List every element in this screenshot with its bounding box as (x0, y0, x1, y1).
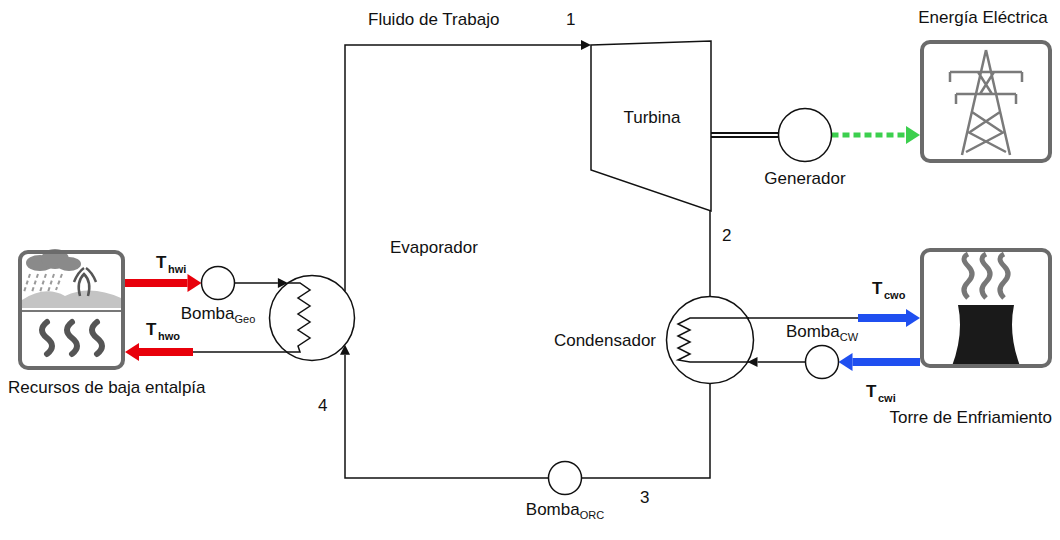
working-fluid-line (709, 211, 711, 297)
node-label: Bomba (181, 304, 235, 323)
pump-circle-outline (804, 344, 840, 380)
evaporator-circle-outline (268, 274, 356, 362)
pump-circle: BombaCW (782, 322, 862, 382)
node-text: Condensador (528, 331, 656, 351)
temperature-subscript: hwi (168, 262, 186, 276)
working-fluid-line (345, 45, 581, 291)
node-label: Energía Eléctrica (918, 8, 1047, 27)
pump-circle-outline (200, 265, 236, 301)
temperature-symbol: T (866, 382, 876, 402)
pump-subscript: Geo (235, 313, 256, 325)
node-text: BombaGeo (178, 304, 258, 329)
node-label: Condensador (554, 331, 656, 350)
pump-circle-outline (547, 460, 583, 496)
circle-outline (202, 267, 235, 300)
geothermal-icon-part (42, 322, 102, 354)
shaft-core (711, 134, 779, 136)
working-fluid-line (345, 355, 549, 478)
circle-outline (270, 276, 355, 361)
temperature-symbol: T (872, 279, 882, 299)
node-text: BombaCW (782, 322, 862, 347)
node-text: Evaporador (390, 238, 498, 258)
flow-arrow-bar-part (139, 348, 193, 356)
icon-frame (20, 252, 123, 368)
geothermal-icon-part (22, 290, 121, 308)
cooling-water-line (758, 361, 806, 363)
turbine-shape: Turbina (590, 40, 712, 212)
pump-subscript: ORC (580, 509, 604, 521)
turbine-outline (591, 41, 711, 211)
geothermal-icon-part (22, 310, 121, 312)
pump-circle: BombaGeo (178, 265, 258, 325)
cooling-tower-icon-part (964, 254, 1008, 298)
heat-exchanger-coil-part (286, 283, 310, 352)
state-number: 2 (722, 226, 731, 246)
generator-circle: Generador (755, 107, 855, 192)
node-label: Turbina (623, 108, 680, 127)
circle-outline (549, 462, 582, 495)
heat-exchanger-coil-part (678, 318, 749, 362)
circle-outline (806, 346, 839, 379)
cooling-tower-box: Torre de Enfriamiento (868, 248, 1054, 433)
flow-arrow-bar-part (858, 314, 906, 322)
node-label: Recursos de baja entalpía (8, 378, 206, 397)
pump-subscript: CW (840, 331, 858, 343)
node-text: Turbina (602, 108, 702, 128)
icon-frame (922, 42, 1050, 161)
condenser-circle-outline (665, 295, 755, 385)
cooling-tower-icon-part (952, 305, 1020, 366)
state-number: 4 (318, 396, 327, 416)
node-label: Bomba (526, 500, 580, 519)
evaporator-circle: Evaporador (268, 238, 498, 368)
power-grid-box-outline (920, 40, 1052, 163)
pylon-icon-part (950, 50, 1022, 155)
node-text: Recursos de baja entalpía (8, 378, 223, 398)
node-label: Evaporador (390, 238, 478, 257)
node-text: Energía Eléctrica (912, 8, 1054, 28)
temperature-symbol: T (146, 320, 156, 340)
cooling-water-arrow (853, 358, 921, 366)
generator-circle-outline (777, 107, 833, 163)
node-text: Generador (755, 169, 855, 189)
icon-frame (922, 250, 1050, 366)
state-number: 3 (640, 488, 649, 508)
geothermal-icon (22, 249, 121, 354)
pump-circle: BombaORC (520, 460, 610, 525)
working-fluid-line (582, 384, 711, 479)
turbine-shaft (711, 132, 779, 138)
temperature-subscript: cwi (878, 391, 896, 405)
geothermal-source-box: Recursos de baja entalpía (8, 250, 223, 400)
state-number: 1 (566, 10, 575, 30)
node-label: Torre de Enfriamiento (889, 408, 1052, 427)
cooling-tower-icon (952, 254, 1020, 366)
pylon-icon (950, 50, 1022, 155)
circle-outline (667, 297, 754, 384)
geothermal-icon-part (57, 257, 81, 271)
temperature-subscript: cwo (884, 288, 905, 302)
node-text: BombaORC (520, 500, 610, 525)
flow-arrow-bar (139, 314, 906, 356)
geothermal-source-box-outline (18, 250, 125, 370)
geothermal-icon-part (24, 274, 62, 292)
node-label: Bomba (786, 322, 840, 341)
hot-water-arrow (125, 279, 188, 287)
stream-label: Fluido de Trabajo (368, 10, 499, 30)
condenser-circle: Condensador (528, 295, 758, 387)
heat-exchanger-coil (286, 283, 749, 362)
cooling-tower-box-outline (920, 248, 1052, 368)
power-grid-box: Energía Eléctrica (912, 8, 1054, 168)
temperature-subscript: hwo (158, 329, 180, 343)
circle-outline (779, 109, 832, 162)
hot-water-line (235, 282, 278, 284)
node-label: Generador (764, 169, 845, 188)
power-output-arrow (832, 133, 907, 138)
temperature-symbol: T (156, 253, 166, 273)
node-text: Torre de Enfriamiento (868, 408, 1052, 428)
geothermal-icon-part (74, 268, 96, 296)
